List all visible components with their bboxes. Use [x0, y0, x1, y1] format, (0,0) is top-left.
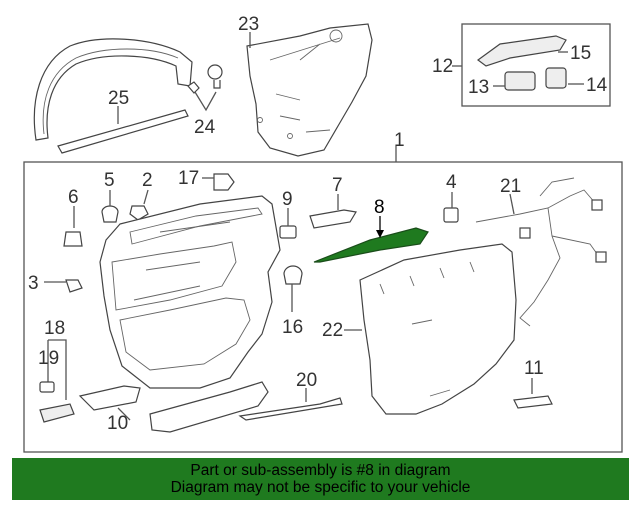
callout-7: 7 [332, 175, 343, 196]
part-22-water-deflector [359, 243, 517, 415]
callout-19: 19 [38, 348, 59, 369]
part-5-clip [101, 190, 119, 223]
callout-13: 13 [468, 77, 489, 98]
callout-3: 3 [28, 273, 39, 294]
callout-9: 9 [282, 189, 293, 210]
part-19-switch [39, 381, 55, 393]
banner-line-1: Part or sub-assembly is #8 in diagram [190, 462, 451, 479]
part-8-arrow [376, 230, 384, 238]
callout-2: 2 [142, 170, 153, 191]
highlight-banner: Part or sub-assembly is #8 in diagram Di… [12, 458, 629, 500]
callout-16: 16 [282, 317, 303, 338]
part-7-handle-bezel [309, 194, 357, 229]
callout-12: 12 [432, 56, 453, 77]
part-23-water-deflector [246, 23, 373, 157]
assembly-1-frame [23, 161, 623, 453]
part-20-seal-strip [238, 388, 343, 421]
callout-4: 4 [446, 172, 457, 193]
callout-11: 11 [524, 358, 544, 379]
callout-24: 24 [194, 117, 216, 138]
part-4-clip [443, 192, 459, 223]
part-14-switch [545, 67, 567, 89]
callout-14: 14 [586, 75, 608, 96]
part-armrest-pad [149, 381, 269, 433]
part-15-switch-bezel [476, 35, 567, 67]
callout-6: 6 [68, 187, 79, 208]
part-8-trim-molding [313, 227, 429, 263]
group-12-box [461, 23, 611, 107]
callout-5: 5 [104, 170, 115, 191]
part-16-clip [283, 265, 303, 312]
callout-23: 23 [238, 14, 259, 35]
banner-line-2: Diagram may not be specific to your vehi… [170, 479, 471, 496]
callout-8: 8 [374, 197, 385, 218]
part-9-clip [279, 208, 297, 239]
part-13-switch [504, 71, 536, 91]
part-18-switch-assembly [39, 403, 75, 423]
callout-21: 21 [500, 176, 521, 197]
part-17-clip [202, 173, 235, 191]
door-trim-panel [99, 195, 281, 389]
part-24-clips [187, 64, 223, 94]
callout-25: 25 [108, 88, 129, 109]
callout-15: 15 [570, 43, 591, 64]
callout-20: 20 [296, 370, 317, 391]
callout-10: 10 [107, 413, 128, 434]
part-10-armrest-bracket [78, 385, 141, 421]
callout-22: 22 [322, 320, 343, 341]
part-21-wiring-harness [475, 177, 607, 327]
callout-17: 17 [178, 168, 199, 189]
callout-18: 18 [44, 318, 65, 339]
part-6-push-pin [63, 206, 83, 247]
part-11-clip [513, 378, 553, 409]
part-2-clip [129, 189, 149, 221]
callout-1: 1 [394, 130, 405, 151]
part-3-push-pin [44, 279, 83, 293]
